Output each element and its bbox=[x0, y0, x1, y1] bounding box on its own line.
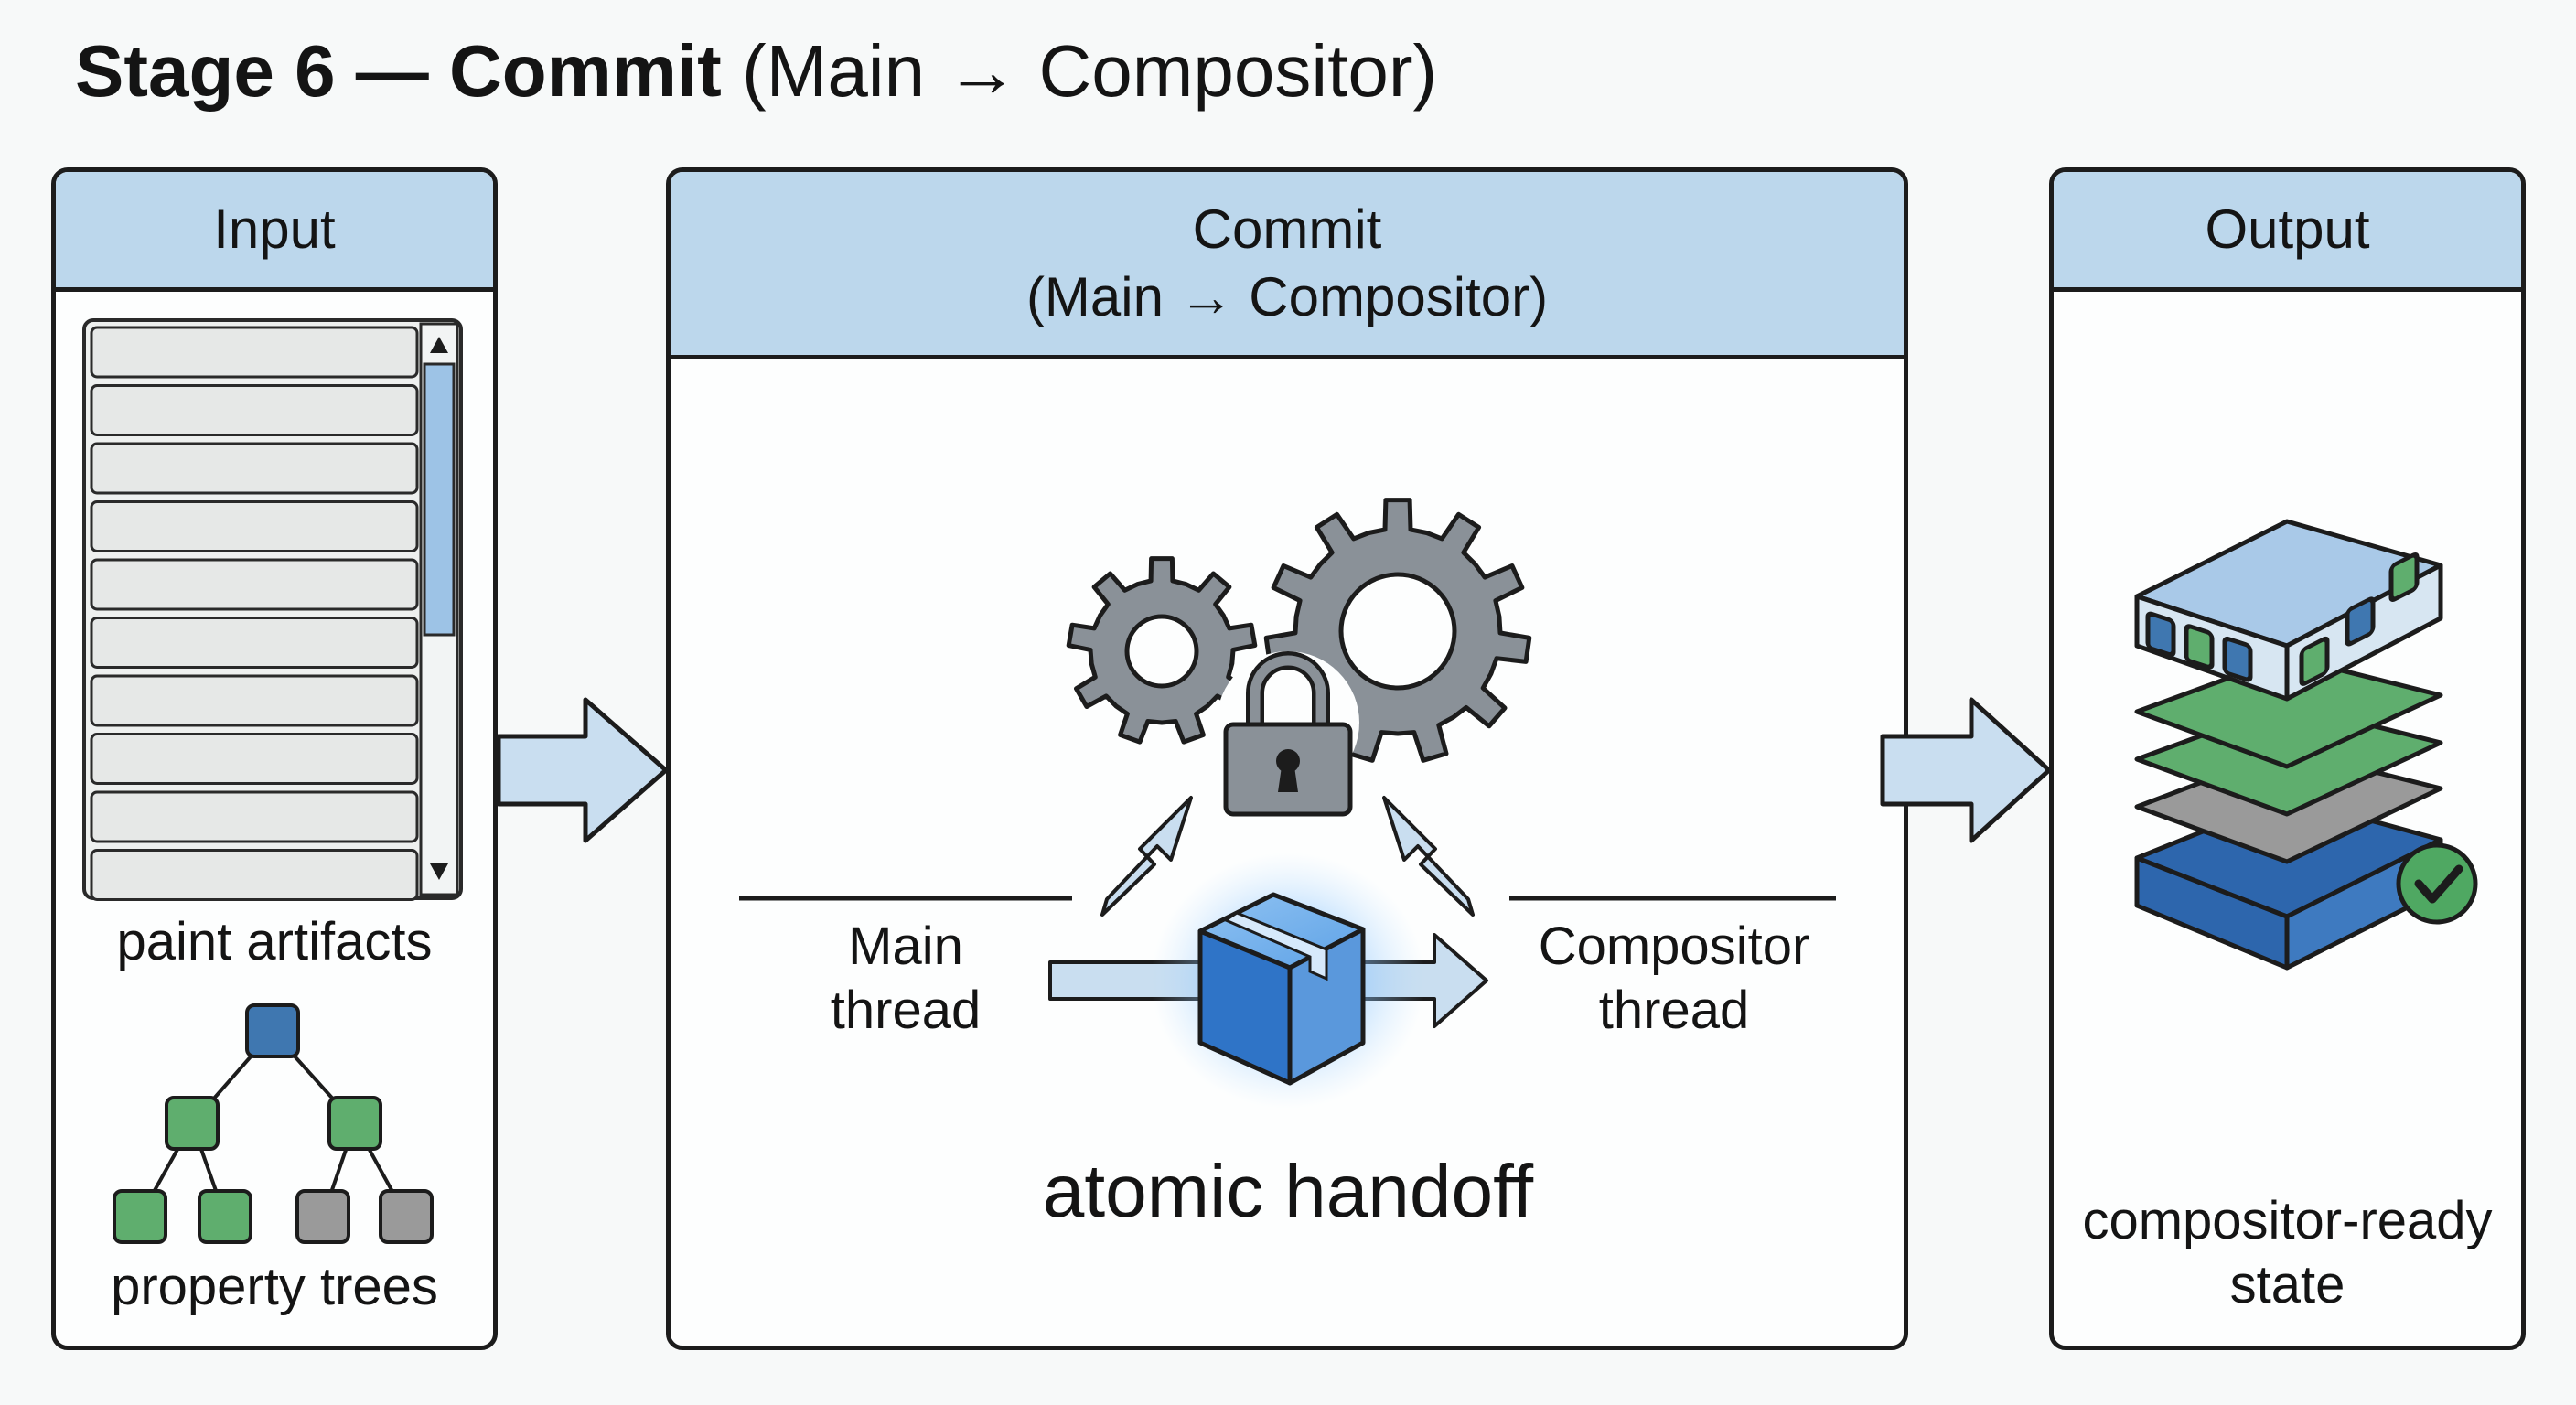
compositor-thread-label: Compositor thread bbox=[1519, 915, 1830, 1043]
main-to-lock-arrow bbox=[1100, 796, 1193, 917]
package-box-icon bbox=[1151, 853, 1425, 1109]
checkmark-icon bbox=[2396, 842, 2478, 925]
paint-artifact-rows bbox=[90, 326, 419, 901]
atomic-handoff-label: atomic handoff bbox=[1042, 1150, 1534, 1233]
tree-root-node bbox=[245, 1003, 300, 1058]
paint-artifact-row bbox=[90, 617, 419, 669]
tree-node-green bbox=[327, 1096, 382, 1151]
input-header-label: Input bbox=[213, 198, 336, 260]
commit-header-title: Commit bbox=[1192, 198, 1382, 260]
title-subtitle: (Main → Compositor) bbox=[742, 30, 1438, 112]
paint-artifact-row bbox=[90, 849, 419, 901]
input-panel-header: Input bbox=[56, 172, 493, 292]
main-thread-label-line1: Main bbox=[848, 917, 963, 976]
compositor-thread-label-line1: Compositor bbox=[1538, 917, 1810, 976]
layer-stack-icon bbox=[2134, 519, 2443, 971]
commit-panel-header: Commit (Main → Compositor) bbox=[671, 172, 1904, 359]
gear-icon bbox=[1066, 556, 1258, 745]
compositor-ready-state-label: compositor-ready state bbox=[2049, 1189, 2526, 1317]
compositor-thread-label-line2: thread bbox=[1598, 981, 1750, 1040]
paint-artifact-row bbox=[90, 790, 419, 843]
scrollbar-up-icon[interactable] bbox=[430, 337, 448, 353]
output-panel: Output bbox=[2049, 167, 2526, 1350]
paint-artifact-row bbox=[90, 442, 419, 495]
paint-artifacts-list bbox=[82, 318, 463, 901]
page-title: Stage 6 — Commit (Main → Compositor) bbox=[75, 26, 1437, 117]
commit-to-output-arrow bbox=[1880, 697, 2052, 843]
input-to-commit-arrow bbox=[496, 697, 669, 843]
commit-header-subtitle: (Main → Compositor) bbox=[1025, 266, 1549, 327]
property-trees-caption: property trees bbox=[111, 1257, 438, 1316]
output-header-label: Output bbox=[2205, 198, 2370, 260]
paint-artifacts-caption: paint artifacts bbox=[116, 912, 433, 971]
paint-artifact-row bbox=[90, 674, 419, 727]
tree-leaf-gray bbox=[379, 1189, 434, 1244]
output-label-line1: compositor-ready bbox=[2082, 1191, 2493, 1250]
compositor-to-lock-arrow bbox=[1382, 796, 1475, 917]
tree-leaf-green bbox=[113, 1189, 167, 1244]
scrollbar-down-icon[interactable] bbox=[430, 863, 448, 880]
main-thread-label: Main thread bbox=[805, 915, 1006, 1043]
paint-artifact-row bbox=[90, 733, 419, 785]
property-tree-graphic bbox=[113, 1003, 434, 1244]
scrollbar-thumb[interactable] bbox=[423, 362, 456, 637]
tree-leaf-green bbox=[198, 1189, 252, 1244]
tree-node-green bbox=[165, 1096, 220, 1151]
tree-leaf-gray bbox=[295, 1189, 350, 1244]
paint-artifact-row bbox=[90, 558, 419, 611]
output-label-line2: state bbox=[2229, 1255, 2345, 1314]
paint-artifact-row bbox=[90, 500, 419, 552]
padlock-icon bbox=[1217, 651, 1359, 817]
paint-artifact-row bbox=[90, 384, 419, 436]
paint-artifact-row bbox=[90, 326, 419, 379]
list-scrollbar[interactable] bbox=[419, 322, 459, 896]
main-thread-label-line2: thread bbox=[830, 981, 982, 1040]
title-stage: Stage 6 — Commit bbox=[75, 30, 722, 112]
output-panel-header: Output bbox=[2054, 172, 2521, 292]
